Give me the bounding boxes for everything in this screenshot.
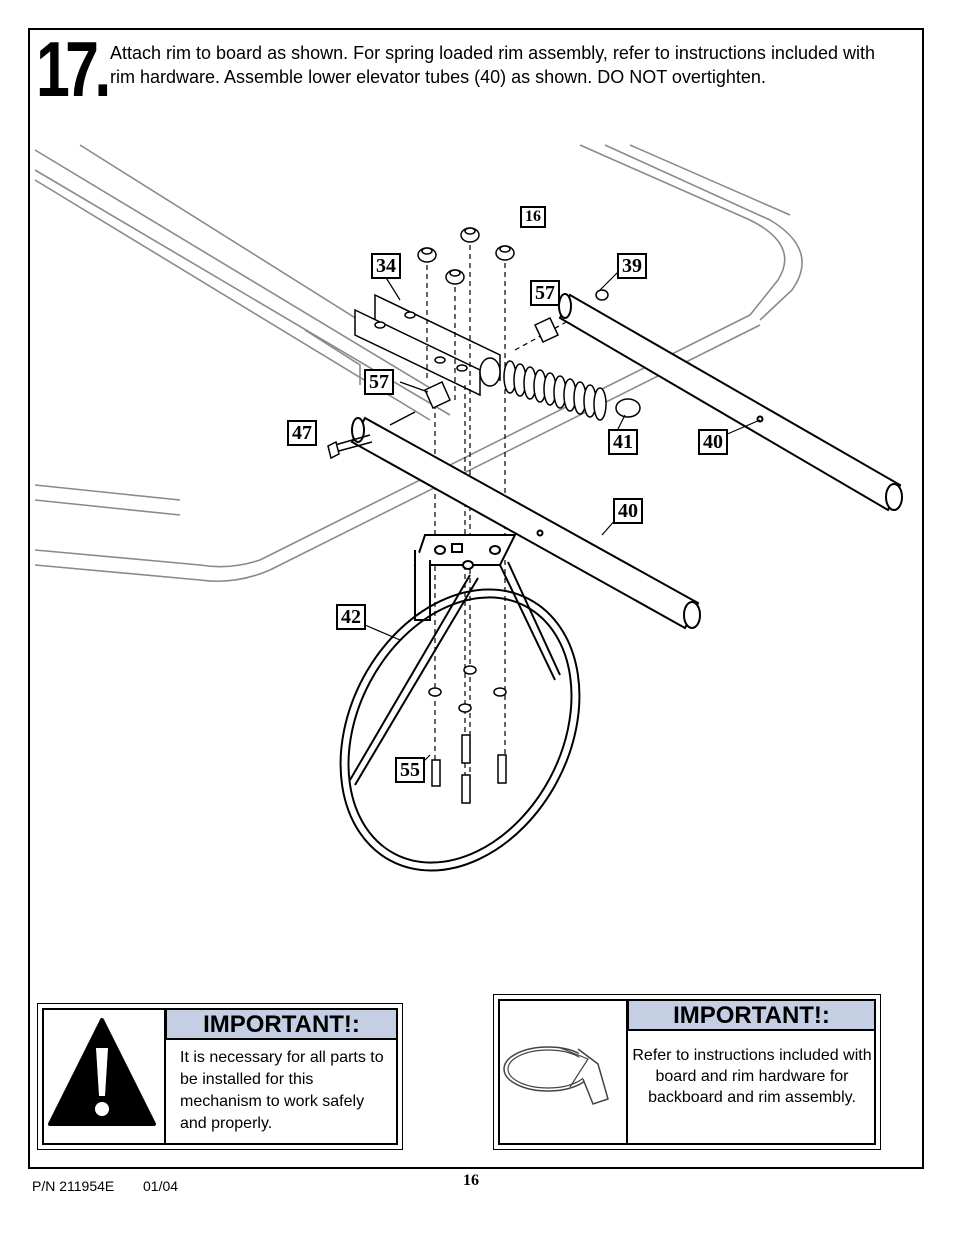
spacer-upper bbox=[534, 317, 559, 343]
washers-bolts bbox=[428, 665, 507, 804]
page-number: 16 bbox=[463, 1172, 479, 1189]
elevator-tube-upper bbox=[558, 293, 903, 512]
important-title-left: IMPORTANT!: bbox=[165, 1008, 398, 1040]
callout-41: 41 bbox=[608, 429, 638, 455]
bolt-47 bbox=[327, 411, 416, 460]
warning-icon bbox=[48, 1018, 156, 1126]
callout-42: 42 bbox=[336, 604, 366, 630]
assembly-diagram bbox=[34, 144, 903, 872]
page-frame bbox=[28, 28, 924, 1169]
callout-55: 55 bbox=[395, 757, 425, 783]
callout-57-lower: 57 bbox=[364, 369, 394, 395]
footer-date: 01/04 bbox=[143, 1178, 179, 1194]
callout-39: 39 bbox=[617, 253, 647, 279]
important-text-right: Refer to instructions included with boar… bbox=[632, 1047, 872, 1106]
callout-16: 16 bbox=[520, 206, 546, 228]
important-title-right: IMPORTANT!: bbox=[627, 999, 876, 1031]
elevator-tube-lower bbox=[350, 416, 701, 630]
callout-40-lower: 40 bbox=[613, 498, 643, 524]
callout-34: 34 bbox=[371, 253, 401, 279]
bracket-plate bbox=[354, 293, 501, 397]
nuts bbox=[417, 227, 515, 285]
step-instruction: Attach rim to board as shown. For spring… bbox=[110, 43, 875, 87]
callout-40-upper: 40 bbox=[698, 429, 728, 455]
rim-thumbnail-cell bbox=[498, 999, 628, 1145]
important-box-right: IMPORTANT!: Refer to instructions includ… bbox=[493, 994, 881, 1150]
spring bbox=[479, 357, 641, 421]
part-number: P/N 211954E bbox=[32, 1178, 115, 1194]
callout-47: 47 bbox=[287, 420, 317, 446]
important-text-left: It is necessary for all parts to be inst… bbox=[180, 1049, 384, 1132]
spacer-lower bbox=[424, 380, 451, 410]
nut-39 bbox=[595, 289, 609, 301]
warning-icon-cell bbox=[42, 1008, 166, 1145]
important-box-left: IMPORTANT!: It is necessary for all part… bbox=[37, 1003, 403, 1150]
rim-thumbnail-icon bbox=[503, 1046, 609, 1105]
rim-ring bbox=[339, 561, 581, 872]
callout-57-upper: 57 bbox=[530, 280, 560, 306]
step-number: 17. bbox=[36, 25, 111, 113]
